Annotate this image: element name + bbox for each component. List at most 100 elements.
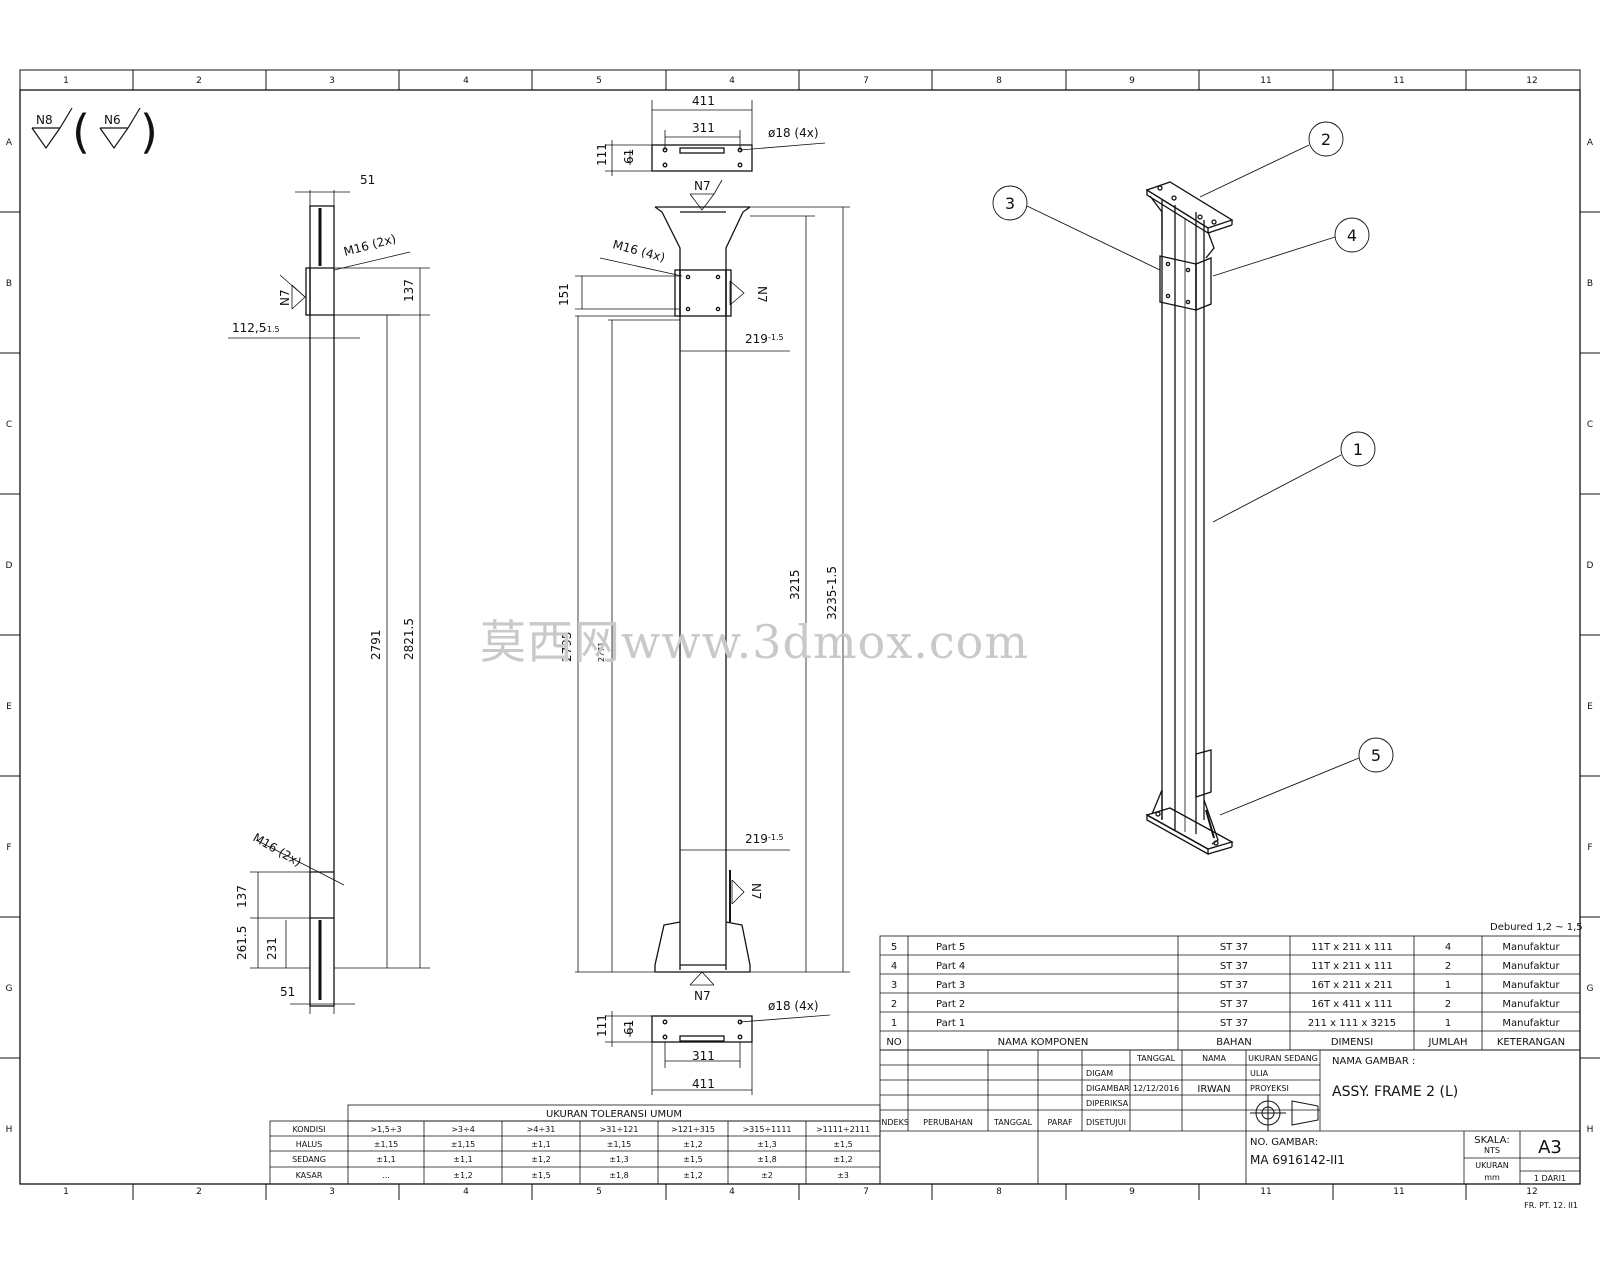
zone-label: A	[1587, 138, 1594, 148]
title-block: TANGGAL NAMA UKURAN SEDANG DIGAM DIGAMBA…	[879, 1049, 1581, 1210]
bom-row-note: Manufaktur	[1502, 980, 1560, 991]
zone-label: A	[6, 138, 13, 148]
tol-cell: ±1,2	[531, 1155, 550, 1164]
zone-label: C	[6, 420, 12, 430]
tb-rev-perubahan: PERUBAHAN	[923, 1118, 973, 1127]
surface-triangle-icon	[31, 107, 141, 150]
thread-top-label: M16 (2x)	[342, 232, 397, 259]
zone-label: H	[6, 1125, 13, 1135]
tol-cell: ±1,15	[607, 1140, 632, 1149]
n7-bottom: N7	[694, 989, 711, 1003]
tb-proyeksi: PROYEKSI	[1250, 1084, 1289, 1093]
callout-1: 1	[1353, 440, 1363, 459]
zone-label: 1	[63, 76, 69, 86]
zone-labels-top: 1 2 3 4 5 4 7 8 9 11 11 12	[63, 76, 1538, 86]
dim-219-bottom: 219	[745, 832, 768, 846]
zone-label: 12	[1526, 1187, 1537, 1197]
projection-symbol-icon	[1250, 1095, 1319, 1131]
tol-header: >1111÷2111	[816, 1125, 870, 1134]
bom-row-note: Manufaktur	[1502, 961, 1560, 972]
bom-row-note: Manufaktur	[1502, 942, 1560, 953]
dim-3215: 3215	[788, 569, 802, 600]
zone-label: B	[1587, 279, 1593, 289]
bracket-open: (	[72, 105, 90, 159]
bom-row-no: 2	[891, 999, 897, 1010]
n7-top: N7	[694, 179, 711, 193]
zone-label: D	[1587, 561, 1594, 571]
zone-label: 7	[863, 76, 869, 86]
bom-row-note: Manufaktur	[1502, 1018, 1560, 1029]
zone-label: 8	[996, 76, 1002, 86]
zone-label: 4	[729, 1187, 735, 1197]
tol-cell: ...	[382, 1171, 390, 1180]
tb-size: A3	[1538, 1137, 1562, 1158]
zone-label: 4	[729, 76, 735, 86]
zone-label: C	[1587, 420, 1593, 430]
tol-cell: ±1,2	[683, 1140, 702, 1149]
tol-header: >1,5÷3	[370, 1125, 401, 1134]
dim-311-top: 311	[692, 121, 715, 135]
dim-61-bottom: 61	[622, 1020, 636, 1035]
isometric-view: 2 3 4 1 5	[992, 121, 1394, 856]
dim-137-top: 137	[402, 279, 416, 302]
dim-width-top: 51	[360, 173, 375, 187]
tol-cell: ±1,3	[609, 1155, 628, 1164]
dim-219-top-tol: -1.5	[768, 333, 784, 342]
tb-rev-tanggal: TANGGAL	[993, 1118, 1033, 1127]
tb-row-digambar: DIGAMBAR	[1086, 1084, 1130, 1093]
bom-row-note: Manufaktur	[1502, 999, 1560, 1010]
dim-3235: 3235-1.5	[825, 566, 839, 620]
dim-width-bottom: 51	[280, 985, 295, 999]
tb-sheet: 1 DARI1	[1534, 1174, 1566, 1183]
zone-label: 9	[1129, 1187, 1135, 1197]
zone-label: D	[6, 561, 13, 571]
tb-row-digam: DIGAM	[1086, 1069, 1113, 1078]
tb-ukuran-label: UKURAN	[1475, 1161, 1508, 1170]
callout-3: 3	[1005, 194, 1015, 213]
tb-no-gambar: MA 6916142-II1	[1250, 1153, 1345, 1167]
dim-137-bottom: 137	[235, 885, 249, 908]
callout-5: 5	[1371, 746, 1381, 765]
tb-col-ukuran: UKURAN SEDANG	[1248, 1054, 1318, 1063]
zone-label: 11	[1260, 1187, 1271, 1197]
bom-row-dim: 11T x 211 x 111	[1311, 942, 1393, 953]
tb-col-tanggal: TANGGAL	[1136, 1054, 1176, 1063]
dim-111-bottom: 111	[595, 1014, 609, 1037]
bom-row-name: Part 3	[936, 980, 965, 991]
dim-offset: 112,5	[232, 321, 266, 335]
bom-row-material: ST 37	[1220, 980, 1248, 991]
tol-cell: ±1,2	[833, 1155, 852, 1164]
dim-111-top: 111	[595, 143, 609, 166]
bom-header-note: KETERANGAN	[1497, 1037, 1565, 1048]
tb-skala-label: SKALA:	[1474, 1135, 1509, 1146]
zone-label: 11	[1393, 1187, 1404, 1197]
bom-row-qty: 2	[1445, 999, 1451, 1010]
zone-label: 5	[596, 76, 602, 86]
tol-cell: HALUS	[296, 1140, 322, 1149]
dim-311-bottom: 311	[692, 1049, 715, 1063]
tb-row-disetujui: DISETUJUI	[1086, 1118, 1126, 1127]
tol-header: KONDISI	[292, 1125, 325, 1134]
dim-2821: 2821.5	[402, 618, 416, 660]
front-view: 411 311 111 61 ø18 (4x) N7	[557, 94, 850, 1095]
hole-bottom-label: ø18 (4x)	[768, 999, 819, 1013]
zone-label: 11	[1393, 76, 1404, 86]
tb-rev-indeks: INDEKS	[879, 1118, 909, 1127]
dim-2795: 2795	[560, 631, 574, 662]
bom-row-no: 3	[891, 980, 897, 991]
zone-label: F	[1587, 843, 1592, 853]
tol-cell: ±1,1	[453, 1155, 472, 1164]
bom-row-dim: 16T x 411 x 111	[1311, 999, 1393, 1010]
watermark: 莫西网www.3dmox.com	[480, 615, 1029, 669]
dim-261: 261.5	[235, 926, 249, 960]
tol-header: >31÷121	[600, 1125, 639, 1134]
tol-cell: ±2	[761, 1171, 773, 1180]
callout-4: 4	[1347, 226, 1357, 245]
tb-nama-gambar: ASSY. FRAME 2 (L)	[1332, 1084, 1458, 1100]
tol-cell: KASAR	[296, 1171, 323, 1180]
bom-row-material: ST 37	[1220, 1018, 1248, 1029]
dim-61-top: 61	[622, 149, 636, 164]
bom-row-no: 1	[891, 1018, 897, 1029]
surface-n6: N6	[104, 113, 121, 127]
